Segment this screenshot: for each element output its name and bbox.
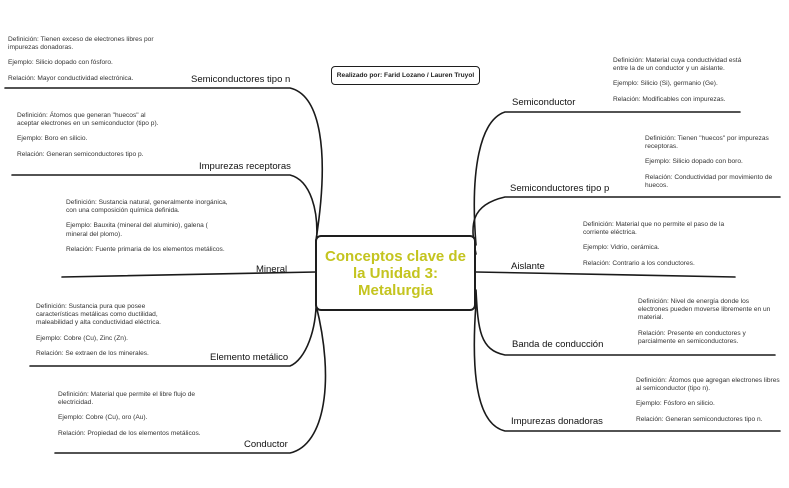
- note-relation: Relación: Mayor conductividad electrónic…: [8, 74, 134, 82]
- central-topic[interactable]: Conceptos clave de la Unidad 3: Metalurg…: [315, 235, 476, 311]
- note-definition: Definición: Sustancia natural, generalme…: [66, 199, 228, 215]
- note-conductor: Definición: Material que permite el libr…: [58, 391, 208, 438]
- topic-impurezas-donadoras[interactable]: Impurezas donadoras: [511, 416, 603, 427]
- note-impurezas-donadoras: Definición: Átomos que agregan electrone…: [636, 377, 781, 424]
- note-aislante: Definición: Material que no permite el p…: [583, 221, 733, 268]
- note-example: Ejemplo: Fósforo en silicio.: [636, 400, 715, 408]
- topic-elemento-metalico[interactable]: Elemento metálico: [210, 352, 289, 363]
- topic-banda-de-conduccion[interactable]: Banda de conducción: [512, 339, 604, 350]
- note-example: Ejemplo: Cobre (Cu), Zinc (Zn).: [36, 334, 128, 342]
- note-example: Ejemplo: Silicio (Si), germanio (Ge).: [613, 80, 718, 88]
- topic-mineral[interactable]: Mineral: [256, 264, 288, 275]
- note-definition: Definición: Tienen exceso de electrones …: [8, 36, 154, 52]
- connector-aislante: [475, 271, 736, 278]
- note-relation: Relación: Modificables con impurezas.: [613, 95, 726, 103]
- topic-semiconductores-tipo-p[interactable]: Semiconductores tipo p: [510, 183, 610, 194]
- note-relation: Relación: Se extraen de los minerales.: [36, 349, 149, 357]
- connector-mineral: [61, 271, 317, 278]
- note-definition: Definición: Tienen "huecos" por impureza…: [645, 135, 769, 151]
- note-definition: Definición: Átomos que agregan electrone…: [636, 377, 780, 393]
- note-relation: Relación: Conductividad por movimiento d…: [645, 173, 773, 189]
- note-relation: Relación: Generan semiconductores tipo n…: [636, 415, 763, 423]
- note-example: Ejemplo: Bauxita (mineral del aluminio),…: [66, 222, 208, 238]
- connector-semiconductores-tipo-n: [4, 87, 324, 241]
- connector-impurezas-donadoras: [473, 302, 781, 432]
- connector-conductor: [54, 304, 327, 454]
- note-relation: Relación: Presente en conductores y parc…: [638, 329, 746, 345]
- note-relation: Relación: Fuente primaria de los element…: [66, 245, 225, 253]
- note-elemento-metalico: Definición: Sustancia pura que posee car…: [36, 303, 176, 358]
- note-definition: Definición: Material que no permite el p…: [583, 221, 725, 237]
- note-example: Ejemplo: Boro en silicio.: [17, 135, 88, 143]
- note-relation: Relación: Contrario a los conductores.: [583, 259, 695, 267]
- note-definition: Definición: Nivel de energía donde los e…: [638, 298, 771, 322]
- note-example: Ejemplo: Silicio dopado con fósforo.: [8, 59, 113, 67]
- note-definition: Definición: Átomos que generan "huecos" …: [17, 112, 159, 128]
- note-example: Ejemplo: Silicio dopado con boro.: [645, 158, 743, 166]
- note-relation: Relación: Generan semiconductores tipo p…: [17, 150, 144, 158]
- note-definition: Definición: Sustancia pura que posee car…: [36, 303, 161, 327]
- topic-aislante[interactable]: Aislante: [511, 261, 545, 272]
- note-semiconductores-tipo-n: Definición: Tienen exceso de electrones …: [8, 36, 158, 83]
- note-mineral: Definición: Sustancia natural, generalme…: [66, 199, 230, 254]
- note-impurezas-receptoras: Definición: Átomos que generan "huecos" …: [17, 112, 167, 159]
- topic-semiconductor[interactable]: Semiconductor: [512, 97, 576, 108]
- note-definition: Definición: Material cuya conductividad …: [613, 57, 742, 73]
- topic-semiconductores-tipo-n[interactable]: Semiconductores tipo n: [191, 74, 291, 85]
- note-definition: Definición: Material que permite el libr…: [58, 391, 196, 407]
- note-example: Ejemplo: Vidrio, cerámica.: [583, 244, 660, 252]
- note-relation: Relación: Propiedad de los elementos met…: [58, 429, 201, 437]
- author-credit: Realizado por: Farid Lozano / Lauren Tru…: [331, 66, 480, 85]
- topic-impurezas-receptoras[interactable]: Impurezas receptoras: [199, 161, 291, 172]
- note-example: Ejemplo: Cobre (Cu), oro (Au).: [58, 414, 148, 422]
- topic-conductor[interactable]: Conductor: [244, 439, 288, 450]
- note-semiconductor: Definición: Material cuya conductividad …: [613, 57, 758, 104]
- note-semiconductores-tipo-p: Definición: Tienen "huecos" por impureza…: [645, 135, 783, 190]
- note-banda-de-conduccion: Definición: Nivel de energía donde los e…: [638, 298, 778, 346]
